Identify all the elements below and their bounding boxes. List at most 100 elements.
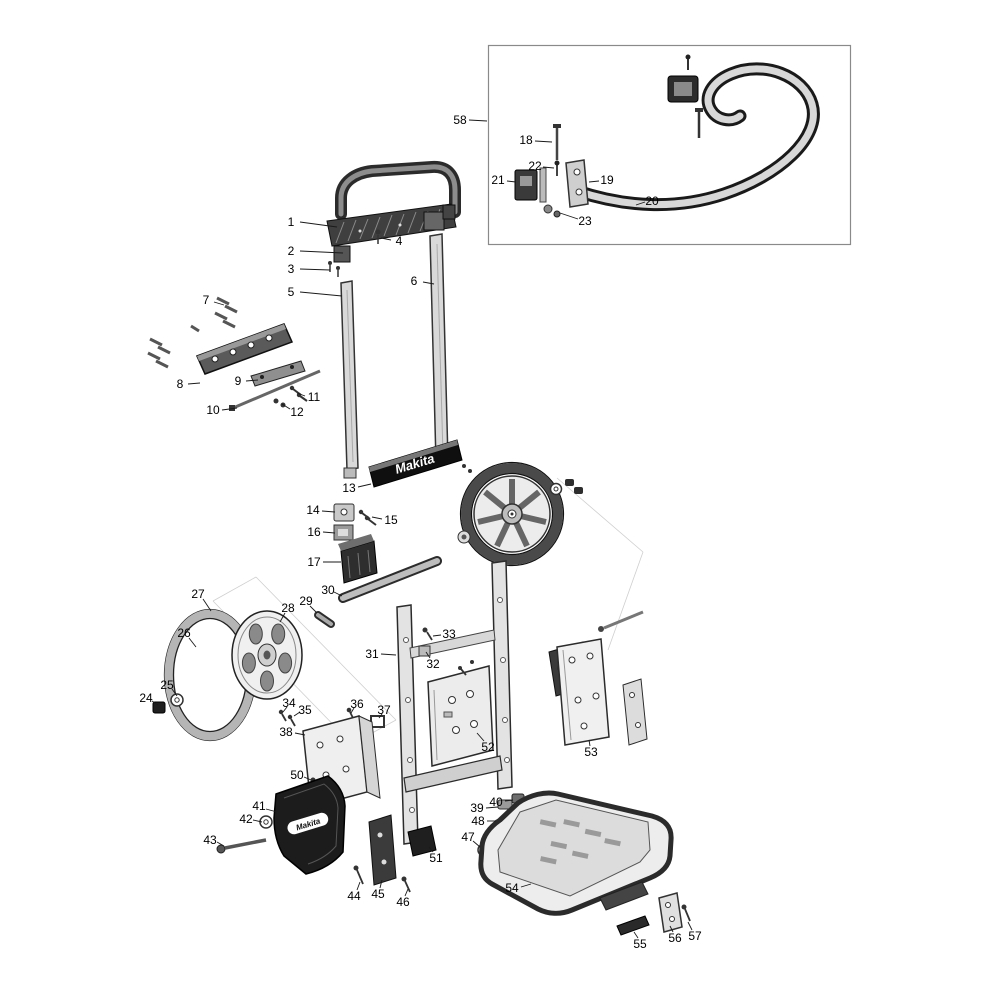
- part-number-25: 25: [160, 678, 174, 692]
- leader-line-51: [428, 846, 434, 853]
- part-number-24: 24: [139, 691, 153, 705]
- leader-line-1: [299, 221, 338, 228]
- leader-line-25: [171, 688, 178, 697]
- brand-plate: Makita: [368, 439, 472, 488]
- leader-line-58: [468, 119, 488, 122]
- cap-24: [152, 701, 166, 714]
- cross-brace-mid: [409, 629, 496, 659]
- part-number-13: 13: [342, 481, 356, 495]
- part-number-10: 10: [206, 403, 220, 417]
- wheel-right-hardware: [457, 479, 583, 544]
- part-number-29: 29: [299, 594, 313, 608]
- part-number-3: 3: [288, 262, 295, 276]
- part-number-47: 47: [461, 830, 475, 844]
- part-number-44: 44: [347, 889, 361, 903]
- leader-line-27: [202, 598, 212, 612]
- leader-line-38: [294, 732, 306, 736]
- bar-55: [616, 915, 650, 936]
- part-number-56: 56: [668, 931, 682, 945]
- part-number-43: 43: [203, 833, 217, 847]
- part-number-23: 23: [578, 214, 592, 228]
- leader-line-21: [506, 180, 517, 183]
- sleeve-29: [314, 611, 335, 628]
- leader-line-42: [252, 819, 263, 823]
- part-number-7: 7: [203, 293, 210, 307]
- leader-line-41: [265, 808, 278, 813]
- leader-line-53: [588, 739, 591, 747]
- bracket-14: [333, 503, 355, 522]
- bolt-43: [216, 838, 267, 854]
- part-number-45: 45: [371, 887, 385, 901]
- nuts-12: [273, 398, 286, 408]
- leader-line-22: [542, 166, 555, 169]
- leader-line-34: [282, 706, 288, 713]
- part-number-54: 54: [505, 881, 519, 895]
- part-number-38: 38: [279, 725, 293, 739]
- screw-33: [422, 627, 433, 641]
- part-number-36: 36: [350, 697, 364, 711]
- part-number-31: 31: [365, 647, 379, 661]
- leader-line-40: [504, 799, 514, 802]
- part-number-1: 1: [288, 215, 295, 229]
- part-number-51: 51: [429, 851, 443, 865]
- screw-22: [554, 160, 560, 176]
- leader-line-8: [187, 382, 201, 385]
- bar-9: [250, 360, 306, 387]
- leader-line-20: [635, 201, 646, 206]
- leader-line-15: [371, 516, 383, 520]
- leader-line-10: [221, 407, 238, 411]
- strap-clamp-top: [667, 54, 703, 138]
- leader-line-24: [151, 700, 159, 706]
- rail-right-upper: [429, 233, 449, 463]
- part-number-22: 22: [528, 159, 542, 173]
- cross-brace-lower: [403, 755, 503, 793]
- leader-line-44: [356, 881, 361, 891]
- leader-line-54: [520, 883, 532, 888]
- rail-left-upper: [340, 280, 359, 479]
- part-number-42: 42: [239, 812, 253, 826]
- leader-line-32: [425, 651, 431, 659]
- leader-line-36: [350, 707, 355, 714]
- base-tray: [478, 790, 674, 916]
- leader-line-26: [188, 637, 197, 648]
- part-number-55: 55: [633, 937, 647, 951]
- part-number-20: 20: [645, 194, 659, 208]
- leader-line-29: [309, 605, 318, 614]
- leader-line-52: [476, 732, 485, 742]
- part-number-39: 39: [470, 801, 484, 815]
- leader-line-9: [245, 379, 259, 382]
- part-number-53: 53: [584, 745, 598, 759]
- part-number-9: 9: [235, 374, 242, 388]
- part-number-8: 8: [177, 377, 184, 391]
- square-ring-37: [370, 715, 385, 728]
- leader-line-33: [432, 634, 442, 637]
- part-number-5: 5: [288, 285, 295, 299]
- leader-line-30: [333, 591, 343, 597]
- bolt-long: [598, 610, 644, 632]
- part-number-41: 41: [252, 799, 266, 813]
- part-number-46: 46: [396, 895, 410, 909]
- part-number-28: 28: [281, 601, 295, 615]
- leader-line-31: [380, 653, 397, 656]
- leader-line-57: [687, 921, 693, 931]
- plates-53: [556, 638, 648, 746]
- leader-line-12: [281, 403, 291, 410]
- bracket-52: [427, 660, 494, 767]
- part-number-21: 21: [491, 173, 505, 187]
- part-number-58: 58: [453, 113, 467, 127]
- leader-line-11: [296, 392, 306, 397]
- strap-handle: [570, 62, 820, 212]
- handle-tube: [335, 160, 461, 220]
- part-number-11: 11: [308, 390, 321, 404]
- leader-line-2: [299, 250, 344, 254]
- part-number-14: 14: [306, 503, 320, 517]
- leader-line-28: [279, 612, 286, 623]
- part-number-4: 4: [396, 234, 403, 248]
- bracket-56: [658, 892, 683, 933]
- leader-line-47: [472, 840, 481, 848]
- screw-46: [401, 876, 411, 893]
- block-17: [338, 534, 378, 584]
- leader-line-39: [485, 806, 499, 809]
- cover-41: Makita: [273, 775, 346, 875]
- part-number-52: 52: [481, 740, 495, 754]
